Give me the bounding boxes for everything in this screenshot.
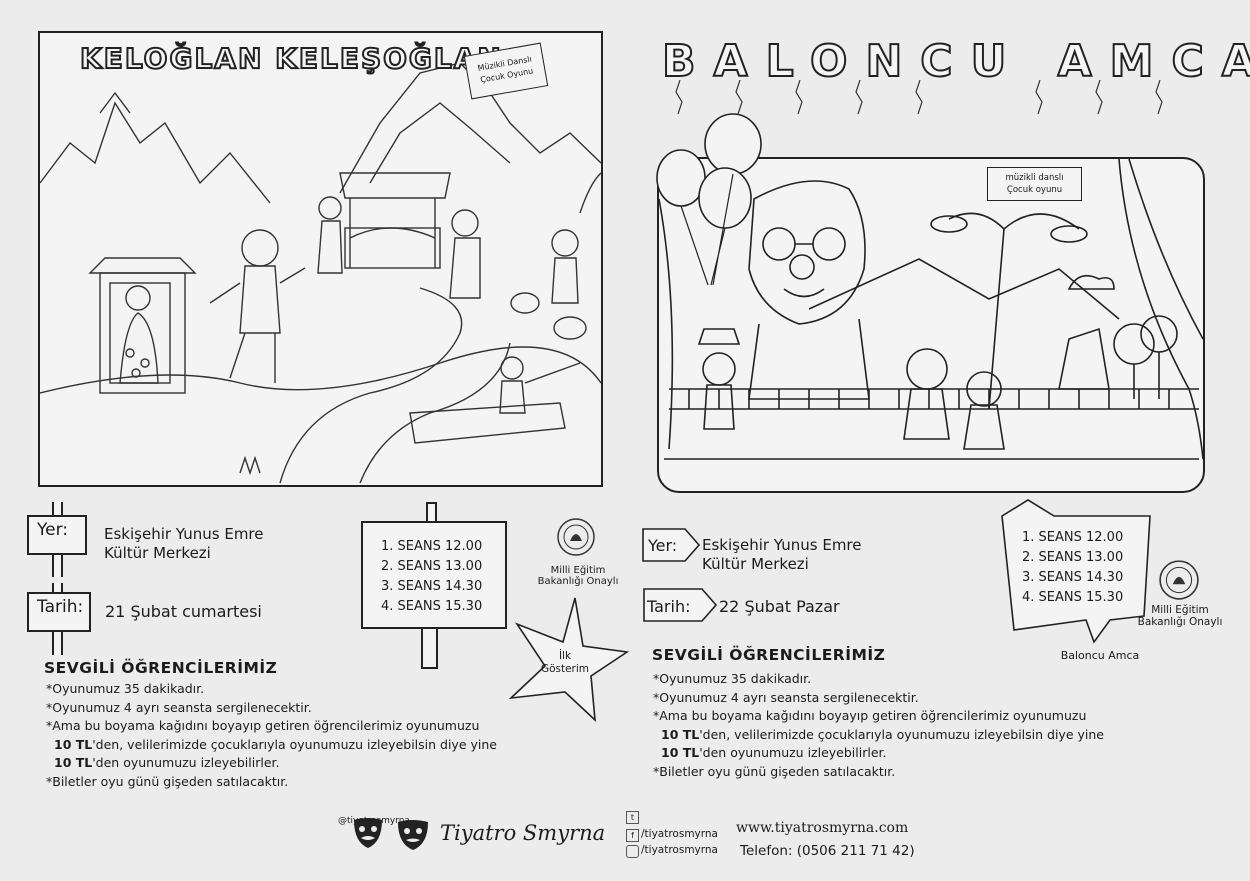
right-sign-line-1: müzikli danslı	[1005, 173, 1064, 183]
left-note-5: 10 TL'den oyunumuzu izleyebilirler.	[46, 754, 497, 773]
left-yer-value: Eskişehir Yunus Emre Kültür Merkezi	[104, 525, 264, 563]
left-note-6: *Biletler oyu günü gişeden satılacaktır.	[46, 773, 289, 789]
right-sign-line-2: Çocuk oyunu	[1006, 185, 1063, 195]
ministry-seal-icon-right	[1158, 559, 1200, 605]
left-seans-box: 1. SEANS 12.00 2. SEANS 13.00 3. SEANS 1…	[361, 521, 507, 629]
right-seans-3: 3. SEANS 14.30	[1022, 570, 1124, 585]
right-yer-line-2: Kültür Merkezi	[702, 555, 809, 573]
left-seans-3: 3. SEANS 14.30	[381, 579, 483, 594]
right-seans-sign-shape	[1001, 499, 1151, 644]
right-price1-bold: 10 TL	[661, 726, 700, 742]
left-meb-line-2: Bakanlığı Onaylı	[537, 576, 619, 587]
ministry-seal-icon	[556, 517, 596, 561]
instagram-icon	[626, 845, 639, 858]
right-meb-caption: Milli Eğitim Bakanlığı Onaylı	[1130, 604, 1230, 628]
left-seans-post-bottom	[421, 629, 438, 669]
footer-instagram: /tiyatrosmyrna	[641, 844, 718, 856]
left-meb-caption: Milli Eğitim Bakanlığı Onaylı	[528, 565, 628, 587]
right-seans-2: 2. SEANS 13.00	[1022, 550, 1124, 565]
facebook-icon: f	[626, 829, 639, 842]
right-baloncu-caption: Baloncu Amca	[1060, 649, 1140, 662]
right-title: BALONCU AMCA	[661, 35, 1250, 88]
right-heading: SEVGİLİ ÖĞRENCİLERİMİZ	[652, 646, 886, 664]
right-note-6: *Biletler oyu günü gişeden satılacaktır.	[653, 763, 896, 779]
keloglan-scene-illustration	[39, 62, 602, 484]
right-note-5: 10 TL'den oyunumuzu izleyebilirler.	[653, 744, 1104, 763]
left-price2-rest: 'den oyunumuzu izleyebilirler.	[92, 755, 280, 770]
left-title: KELOĞLAN KELEŞOĞLAN	[79, 41, 503, 76]
star-text: İlk Gösterim	[530, 650, 600, 676]
left-price1-bold: 10 TL	[54, 736, 93, 752]
right-price2-bold: 10 TL	[661, 745, 700, 760]
left-meb-line-1: Milli Eğitim	[550, 565, 606, 576]
masks-icon	[354, 818, 428, 850]
twitter-icon: t	[626, 811, 639, 824]
star-line-2: Gösterim	[540, 663, 590, 675]
star-line-1: İlk	[558, 650, 572, 662]
right-seans-1: 1. SEANS 12.00	[1022, 530, 1124, 545]
right-yer-line-1: Eskişehir Yunus Emre	[702, 536, 862, 554]
right-yer-value: Eskişehir Yunus Emre Kültür Merkezi	[702, 536, 862, 574]
left-tarih-value: 21 Şubat cumartesi	[105, 602, 262, 621]
footer-website[interactable]: www.tiyatrosmyrna.com	[736, 820, 909, 836]
right-yer-sign-shape	[642, 528, 701, 562]
left-yer-line-1: Eskişehir Yunus Emre	[104, 525, 264, 543]
left-illustration	[38, 31, 603, 487]
right-note-4: 10 TL'den, velilerimizde çocuklarıyla oy…	[653, 726, 1104, 745]
left-note-1: *Oyunumuz 35 dakikadır.	[46, 681, 205, 696]
balloons-icon	[656, 113, 762, 286]
left-yer-label: Yer:	[27, 515, 87, 555]
footer-brand: Tiyatro Smyrna	[440, 821, 606, 845]
right-meb-line-1: Milli Eğitim	[1151, 604, 1209, 616]
left-tarih-label: Tarih:	[27, 592, 91, 632]
right-tarih-sign-shape	[643, 588, 718, 622]
right-price2-rest: 'den oyunumuzu izleyebilirler.	[699, 745, 887, 760]
right-note-2: *Oyunumuz 4 ayrı seansta sergilenecektir…	[653, 689, 919, 705]
right-meb-line-2: Bakanlığı Onaylı	[1137, 616, 1223, 628]
star-icon	[505, 594, 630, 728]
right-seans-list: 1. SEANS 12.00 2. SEANS 13.00 3. SEANS 1…	[1022, 528, 1123, 608]
right-note-3: *Ama bu boyama kağıdını boyayıp getiren …	[653, 708, 1087, 723]
left-note-3: *Ama bu boyama kağıdını boyayıp getiren …	[46, 718, 480, 733]
left-seans-1: 1. SEANS 12.00	[381, 539, 483, 554]
right-note-1: *Oyunumuz 35 dakikadır.	[653, 671, 812, 686]
right-price1-rest: 'den, velilerimizde çocuklarıyla oyunumu…	[699, 726, 1104, 742]
left-seans-post-top	[426, 502, 437, 524]
footer-facebook: /tiyatrosmyrna	[641, 828, 718, 840]
left-price2-bold: 10 TL	[54, 755, 93, 770]
left-seans-4: 4. SEANS 15.30	[381, 599, 483, 614]
left-seans-2: 2. SEANS 13.00	[381, 559, 483, 574]
baloncu-stage-illustration	[658, 158, 1204, 460]
right-tarih-label: Tarih:	[647, 597, 691, 616]
left-note-2: *Oyunumuz 4 ayrı seansta sergilenecektir…	[46, 699, 312, 715]
right-notes: *Oyunumuz 35 dakikadır. *Oyunumuz 4 ayrı…	[653, 670, 1104, 781]
left-note-4: 10 TL'den, velilerimizde çocuklarıyla oy…	[46, 736, 497, 755]
footer-phone: Telefon: (0506 211 71 42)	[740, 843, 915, 859]
right-play-type-sign: müzikli danslı Çocuk oyunu	[987, 167, 1082, 201]
balloon-strings-decoration	[675, 80, 1163, 115]
left-price1-rest: 'den, velilerimizde çocuklarıyla oyunumu…	[92, 736, 497, 752]
left-yer-line-2: Kültür Merkezi	[104, 544, 211, 562]
left-notes: *Oyunumuz 35 dakikadır. *Oyunumuz 4 ayrı…	[46, 680, 497, 791]
right-yer-label: Yer:	[648, 536, 678, 555]
right-seans-4: 4. SEANS 15.30	[1022, 590, 1124, 605]
left-heading: SEVGİLİ ÖĞRENCİLERİMİZ	[44, 659, 278, 677]
right-tarih-value: 22 Şubat Pazar	[719, 597, 840, 616]
